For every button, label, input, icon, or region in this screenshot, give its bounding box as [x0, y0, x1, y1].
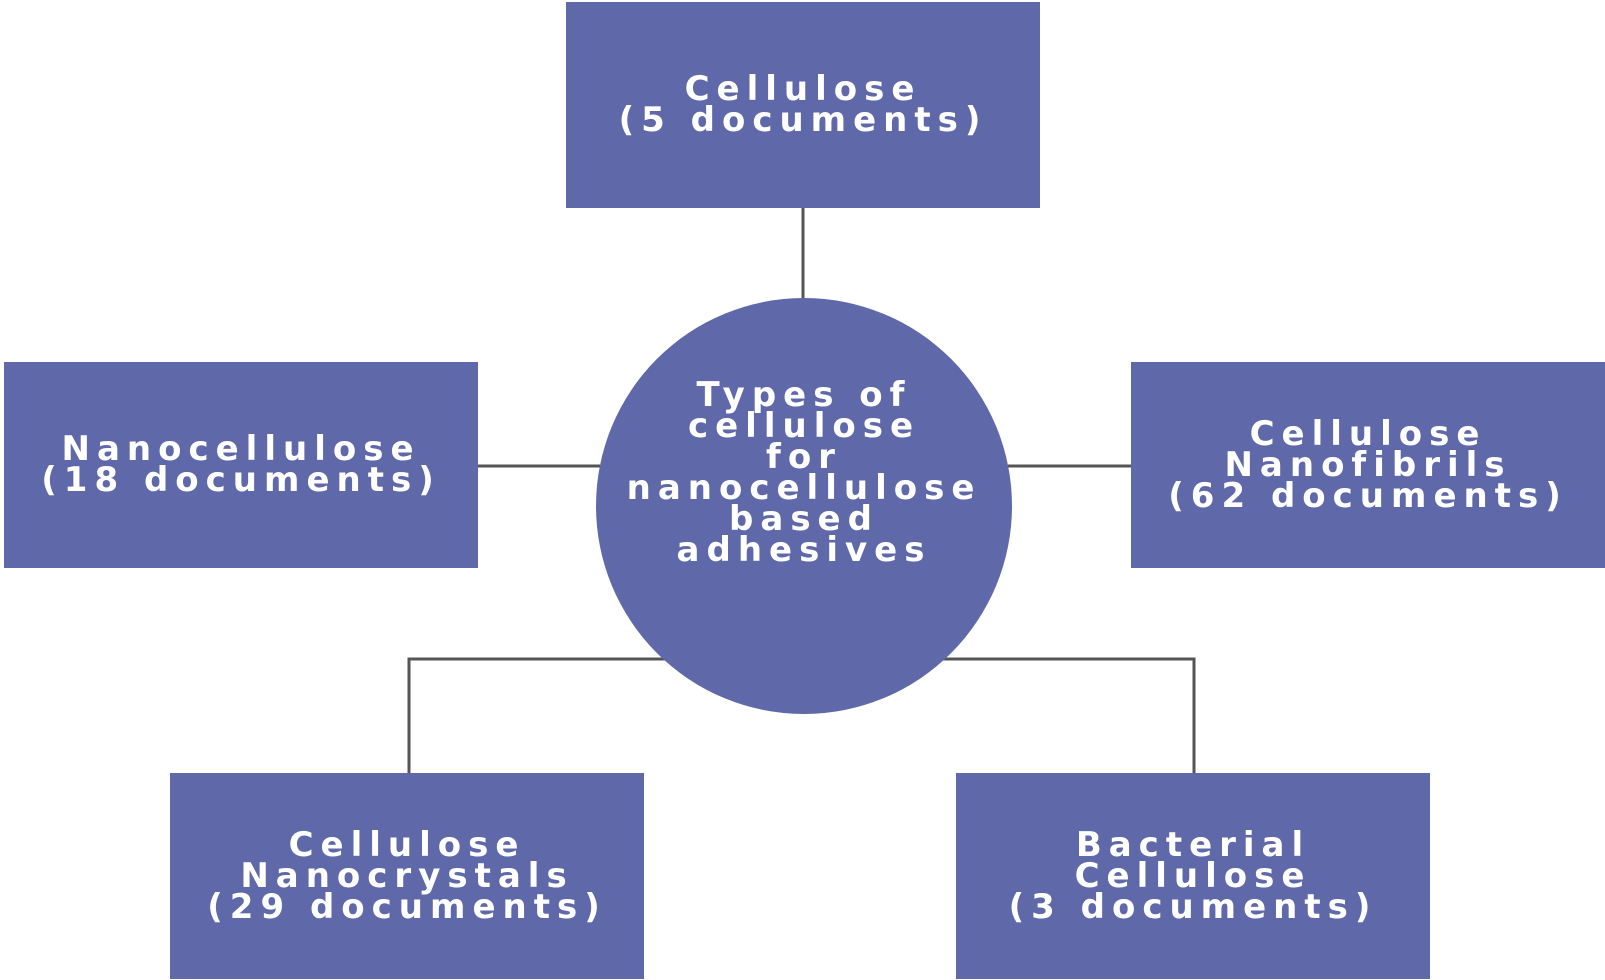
- center-line-1: Types of: [696, 375, 912, 415]
- node-bacterial-cellulose-count: (3 documents): [1008, 886, 1378, 927]
- node-bacterial-cellulose-title-1: Bacterial: [1075, 824, 1311, 865]
- node-nanocellulose-count: (18 documents): [41, 460, 441, 500]
- node-nanocellulose-title: Nanocellulose: [61, 429, 421, 469]
- node-bacterial-cellulose-title-2: Cellulose: [1074, 855, 1312, 896]
- node-cellulose-nanocrystals-count: (29 documents): [207, 886, 607, 927]
- node-cellulose-nanofibrils: Cellulose Nanofibrils (62 documents): [1131, 362, 1605, 568]
- connector-bottom-right: [940, 657, 1196, 773]
- node-cellulose-nanocrystals-title-2: Nanocrystals: [240, 855, 574, 896]
- node-cellulose-count: (5 documents): [618, 100, 988, 140]
- node-cellulose-nanofibrils-title-2: Nanofibrils: [1224, 444, 1512, 485]
- center-line-3: for: [766, 437, 842, 477]
- center-line-6: adhesives: [676, 530, 932, 570]
- node-cellulose-nanocrystals: Cellulose Nanocrystals (29 documents): [170, 773, 644, 979]
- node-cellulose-nanofibrils-count: (62 documents): [1168, 475, 1568, 516]
- connector-bottom-left: [407, 657, 666, 773]
- node-cellulose-title: Cellulose: [684, 69, 922, 109]
- node-cellulose-nanocrystals-title-1: Cellulose: [288, 824, 526, 865]
- center-line-4: nanocellulose: [626, 468, 982, 508]
- node-nanocellulose: Nanocellulose (18 documents): [4, 362, 478, 568]
- node-cellulose: Cellulose (5 documents): [566, 2, 1040, 208]
- center-node-types-of-cellulose: Types of cellulose for nanocellulose bas…: [596, 298, 1012, 714]
- center-line-5: based: [729, 499, 879, 539]
- node-bacterial-cellulose: Bacterial Cellulose (3 documents): [956, 773, 1430, 979]
- node-cellulose-nanofibrils-title-1: Cellulose: [1249, 413, 1487, 454]
- center-line-2: cellulose: [687, 406, 921, 446]
